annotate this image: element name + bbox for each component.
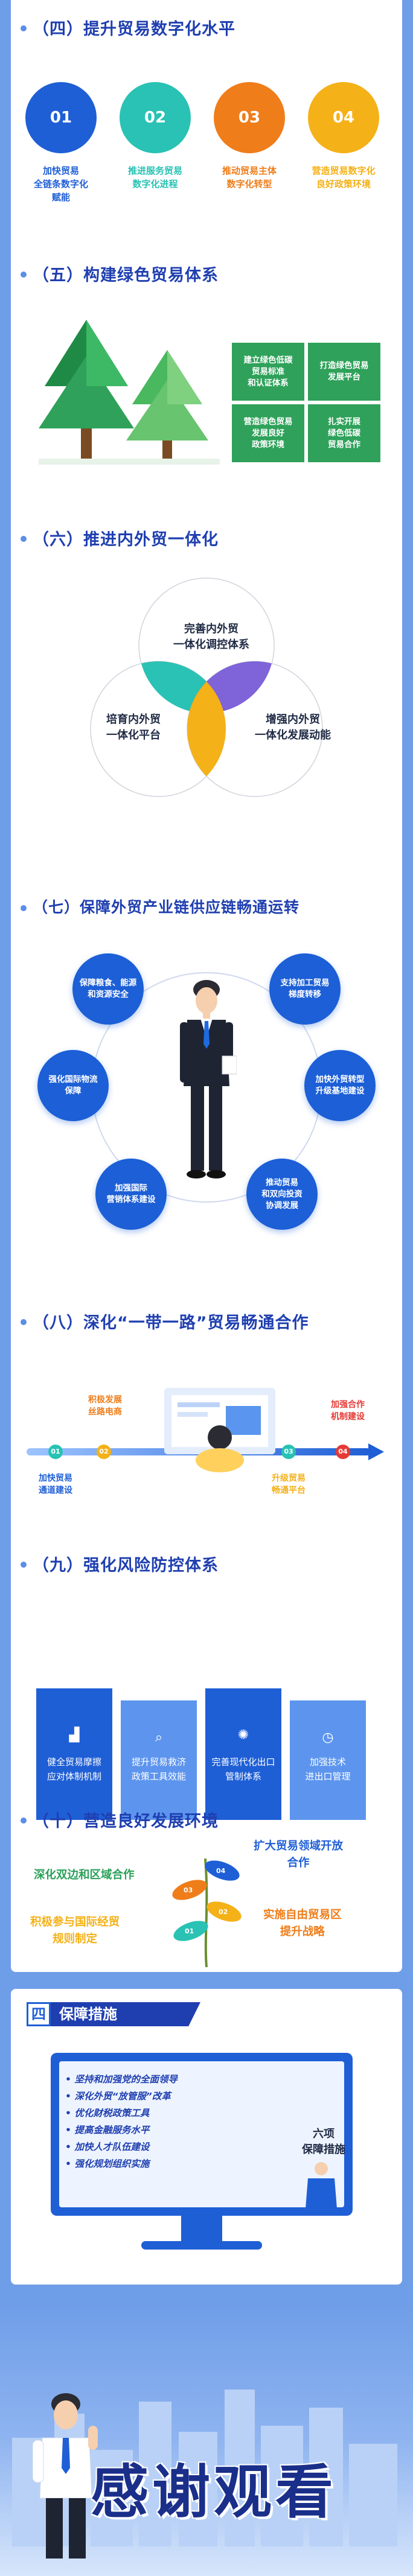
section-bullet	[21, 536, 27, 542]
digital-item-2-label: 推进服务贸易 数字化进程	[127, 165, 182, 189]
section-5-title: （五）构建绿色贸易体系	[33, 266, 219, 285]
growth-sprout-illustration: 01 02 03 04	[172, 1858, 242, 1967]
section-bullet	[21, 25, 27, 31]
guarantee-title-bar: 保障措施	[51, 2002, 200, 2026]
supply-item-5: 加强国际 营销体系建设	[95, 1159, 167, 1230]
green-item-2: 打造绿色贸易 发展平台	[308, 343, 380, 401]
green-item-1: 建立绿色低碳 贸易标准 和认证体系	[232, 343, 304, 401]
arrow-head-icon	[368, 1443, 384, 1460]
belt-item-4-label: 加强合作 机制建设	[331, 1400, 365, 1422]
bar-chart-icon: ▟	[69, 1728, 80, 1743]
digital-item-2-circle: 02	[120, 82, 191, 153]
magnifier-icon: ⌕	[155, 1730, 163, 1745]
section-bullet	[21, 1562, 27, 1568]
monitor-stand	[181, 2216, 222, 2242]
step-marker-4: 04	[336, 1445, 350, 1459]
guarantee-item-3: • 优化财税政策工具	[65, 2108, 150, 2119]
section-7-title: （七）保障外贸产业链供应链畅通运转	[33, 898, 300, 916]
section-9-title: （九）强化风险防控体系	[33, 1556, 219, 1575]
digital-item-3-label: 推动贸易主体 数字化转型	[222, 165, 277, 189]
section-number-badge: 四	[27, 2002, 51, 2026]
monitor-screen	[59, 2061, 344, 2207]
thanks-text: 感谢观看	[91, 2458, 337, 2526]
env-item-3: 积极参与国际经贸 规则制定	[30, 1916, 120, 1945]
section-6-title: （六）推进内外贸一体化	[33, 530, 219, 549]
digital-item-1-label: 加快贸易 全链条数字化 赋能	[33, 165, 88, 203]
svg-text:04: 04	[216, 1867, 226, 1875]
trees-illustration	[39, 320, 220, 465]
digital-item-4-circle: 04	[308, 82, 379, 153]
section-10-title: （十）营造良好发展环境	[33, 1812, 219, 1831]
guarantee-title: 保障措施	[59, 2006, 117, 2023]
venn-right-text: 增强内外贸 一体化发展动能	[255, 713, 331, 742]
pointing-figure-illustration	[306, 2162, 337, 2209]
env-item-2: 扩大贸易领域开放 合作	[254, 1840, 344, 1869]
guarantee-item-1: • 坚持和加强党的全面领导	[65, 2074, 178, 2085]
env-item-4: 实施自由贸易区 提升战略	[263, 1909, 342, 1938]
supply-item-6: 推动贸易 和双向投资 协调发展	[246, 1159, 318, 1230]
risk-item-2: ⌕ 提升贸易救济 政策工具效能	[121, 1700, 197, 1820]
monitor-base	[141, 2241, 262, 2250]
computer-illustration	[164, 1388, 275, 1472]
guarantee-item-2: • 深化外贸“放管服”改革	[65, 2091, 171, 2102]
belt-item-3-label: 升级贸易 畅通平台	[272, 1474, 306, 1495]
risk-item-4: ◷ 加强技术 进出口管理	[290, 1700, 366, 1820]
businessman-illustration	[180, 980, 237, 1178]
step-marker-3: 03	[281, 1445, 296, 1459]
section-bullet	[21, 905, 27, 911]
green-item-4: 扎实开展 绿色低碳 贸易合作	[308, 404, 380, 462]
svg-text:02: 02	[219, 1908, 228, 1916]
risk-item-1: ▟ 健全贸易摩擦 应对体制机制	[36, 1688, 112, 1820]
guarantee-item-5: • 加快人才队伍建设	[65, 2142, 150, 2152]
svg-text:01: 01	[185, 1927, 194, 1935]
supply-item-2: 支持加工贸易 梯度转移	[269, 953, 341, 1025]
section-bullet	[21, 272, 27, 278]
step-marker-2: 02	[97, 1445, 111, 1459]
clock-icon: ◷	[322, 1730, 334, 1745]
step-marker-1: 01	[48, 1445, 63, 1459]
digital-item-3-circle: 03	[214, 82, 285, 153]
digital-item-4-label: 营造贸易数字化 良好政策环境	[312, 165, 376, 189]
belt-item-1-label: 加快贸易 通道建设	[39, 1474, 72, 1495]
green-item-3: 营造绿色贸易 发展良好 政策环境	[232, 404, 304, 462]
section-bullet	[21, 1319, 27, 1325]
section-4-title: （四）提升贸易数字化水平	[33, 20, 235, 39]
belt-item-2-label: 积极发展 丝路电商	[88, 1395, 122, 1417]
venn-top-text: 完善内外贸 一体化调控体系	[173, 623, 249, 651]
section-bullet	[21, 1818, 27, 1824]
digital-item-1-circle: 01	[25, 82, 97, 153]
guarantee-item-6: • 强化规划组织实施	[65, 2158, 150, 2169]
section-8-title: （八）深化“一带一路”贸易畅通合作	[33, 1314, 309, 1332]
supply-item-4: 加快外贸转型 升级基地建设	[304, 1050, 376, 1121]
guarantee-item-4: • 提高金融服务水平	[65, 2125, 150, 2136]
lightbulb-icon: ✺	[237, 1728, 249, 1743]
venn-left-text: 培育内外贸 一体化平台	[106, 713, 161, 742]
supply-item-3: 强化国际物流 保障	[37, 1050, 109, 1121]
guarantee-side-label: 六项 保障措施	[302, 2128, 345, 2156]
risk-item-3: ✺ 完善现代化出口 管制体系	[205, 1688, 281, 1820]
venn-diagram	[90, 577, 323, 797]
presenter-illustration	[33, 2393, 98, 2559]
env-item-1: 深化双边和区域合作	[34, 1869, 135, 1881]
svg-text:03: 03	[184, 1886, 193, 1894]
supply-item-1: 保障粮食、能源 和资源安全	[72, 953, 144, 1025]
